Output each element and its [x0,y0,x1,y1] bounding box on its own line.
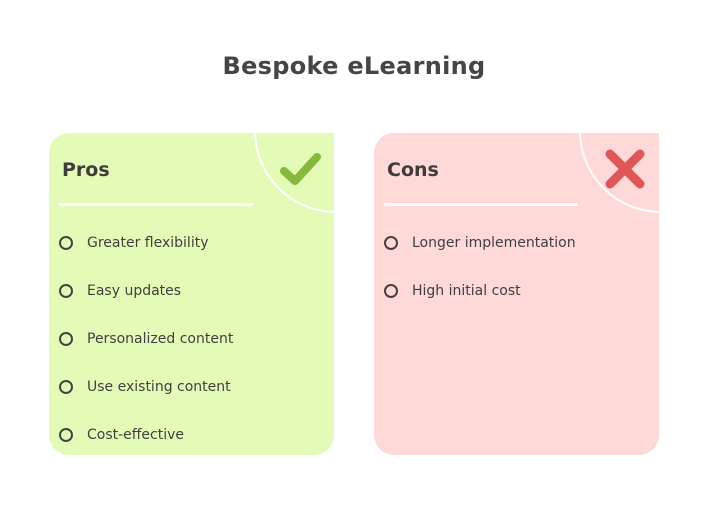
pros-card: Pros Greater flexibility Easy updates Pe… [49,133,334,455]
check-icon [280,153,321,185]
pros-heading: Pros [62,159,110,181]
circle-bullet-icon [59,380,73,394]
list-item: Easy updates [59,267,233,315]
list-item: Cost-effective [59,411,233,455]
cons-list: Longer implementation High initial cost [384,219,576,315]
list-item: Greater flexibility [59,219,233,267]
list-item: Longer implementation [384,219,576,267]
page-title: Bespoke eLearning [222,52,486,80]
cross-icon [605,149,645,189]
circle-bullet-icon [59,284,73,298]
cons-heading: Cons [387,159,439,181]
circle-bullet-icon [384,236,398,250]
list-item: Use existing content [59,363,233,411]
pros-list: Greater flexibility Easy updates Persona… [59,219,233,455]
divider [384,203,578,206]
divider [59,203,253,206]
list-item: Personalized content [59,315,233,363]
circle-bullet-icon [384,284,398,298]
list-item: High initial cost [384,267,576,315]
circle-bullet-icon [59,428,73,442]
cons-card: Cons Longer implementation High initial … [374,133,659,455]
circle-bullet-icon [59,332,73,346]
circle-bullet-icon [59,236,73,250]
